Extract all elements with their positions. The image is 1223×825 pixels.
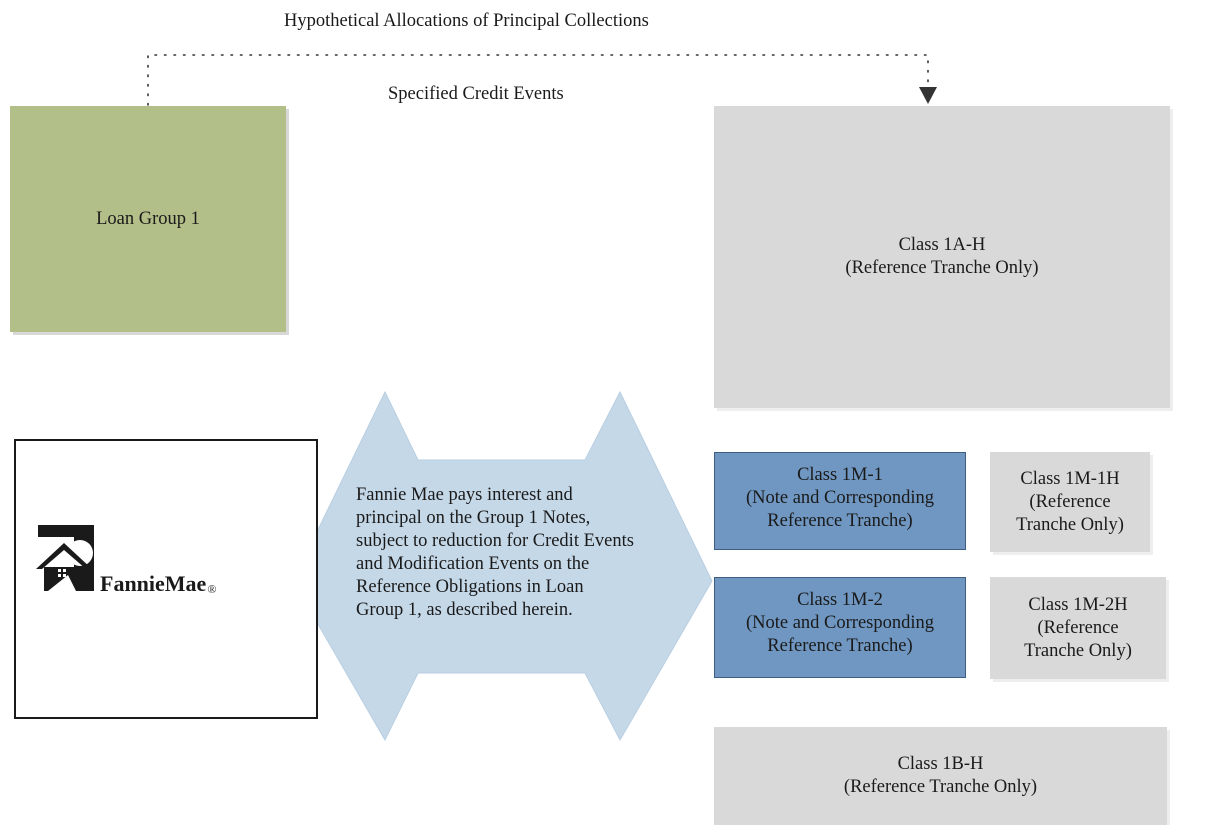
class-1bh-box: Class 1B-H (Reference Tranche Only) [714,727,1167,825]
arrow-text-line: principal on the Group 1 Notes, [356,508,591,528]
class-1m1h-box: Class 1M-1H (Reference Tranche Only) [990,452,1150,552]
class-1m1-title: Class 1M-1 [797,464,883,485]
class-1m2-line2: (Note and Corresponding [745,613,935,633]
credit-events-label: Specified Credit Events [388,84,564,104]
class-1bh-subtitle: (Reference Tranche Only) [843,777,1038,797]
double-arrow [292,390,713,742]
class-1ah-subtitle: (Reference Tranche Only) [845,258,1039,278]
arrow-text-line: Reference Obligations in Loan [356,577,584,597]
dotted-connector [147,54,937,106]
class-1m1-line3: Reference Tranche) [767,510,913,531]
class-1m2h-box: Class 1M-2H (Reference Tranche Only) [990,577,1166,679]
class-1m1h-title: Class 1M-1H [1020,468,1120,489]
arrowhead-icon [919,87,937,104]
arrow-text-line: Fannie Mae pays interest and [356,485,573,505]
loan-group-label: Loan Group 1 [96,208,200,229]
class-1ah-title: Class 1A-H [898,235,986,255]
allocations-label: Hypothetical Allocations of Principal Co… [284,11,649,31]
class-1m1-line2: (Note and Corresponding [745,487,935,508]
class-1m1h-line2: (Reference [1029,491,1111,512]
class-1bh-title: Class 1B-H [897,754,984,774]
fannie-mae-wordmark: FannieMae® [100,571,217,596]
fannie-mae-box: FannieMae® [14,439,318,719]
class-1m1h-line3: Tranche Only) [1016,514,1124,535]
class-1m2h-line3: Tranche Only) [1024,640,1132,661]
class-1m2-box: Class 1M-2 (Note and Corresponding Refer… [714,577,966,678]
class-1m2-line3: Reference Tranche) [767,636,913,656]
class-1ah-box: Class 1A-H (Reference Tranche Only) [714,106,1170,408]
loan-group-box: Loan Group 1 [10,106,286,332]
house-icon [36,525,94,591]
arrow-text-line: and Modification Events on the [356,554,590,574]
arrow-description: Fannie Mae pays interest and principal o… [356,484,706,622]
arrow-text-line: Group 1, as described herein. [356,600,573,620]
class-1m1-box: Class 1M-1 (Note and Corresponding Refer… [714,452,966,550]
class-1m2-title: Class 1M-2 [797,590,883,610]
class-1m2h-line2: (Reference [1037,617,1119,638]
arrow-text-line: subject to reduction for Credit Events [356,531,634,551]
class-1m2h-title: Class 1M-2H [1028,594,1128,615]
